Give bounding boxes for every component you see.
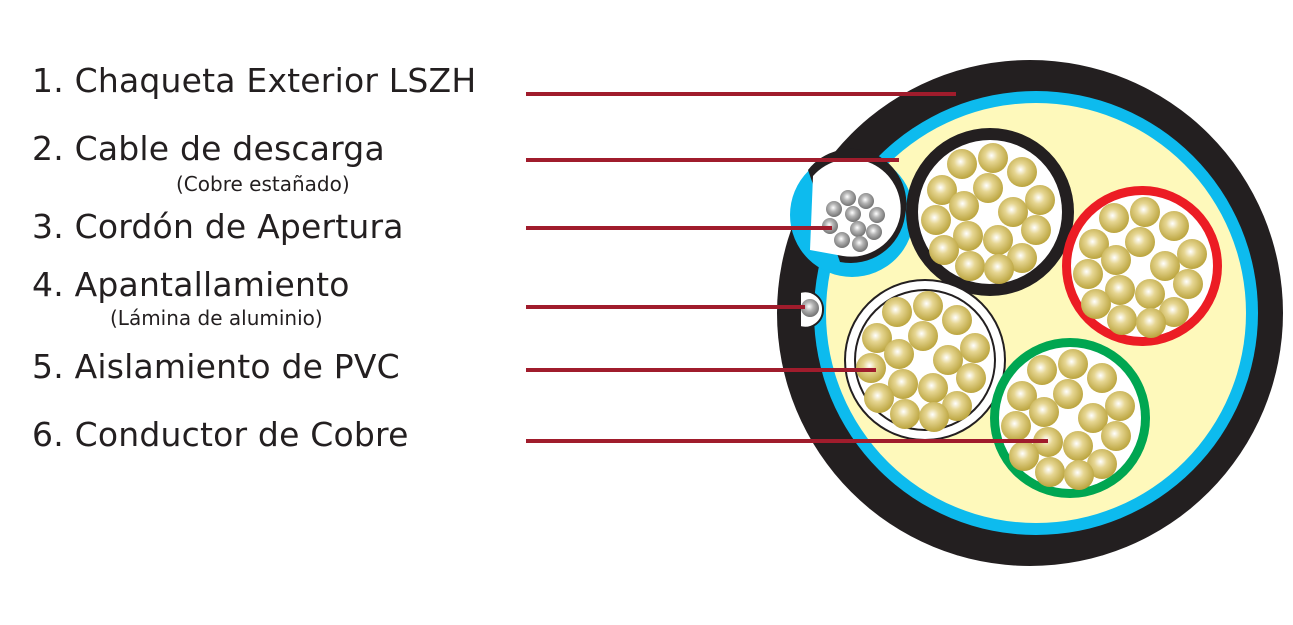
label-number: 6. xyxy=(32,415,64,454)
leader-line-3 xyxy=(526,226,832,230)
label-drain-wire-sub: (Cobre estañado) xyxy=(176,172,350,196)
label-number: 1. xyxy=(32,61,64,100)
core-black xyxy=(906,128,1074,296)
label-number: 5. xyxy=(32,347,64,386)
label-text: Apantallamiento xyxy=(74,265,350,304)
label-pvc-insulation: 5. Aislamiento de PVC xyxy=(32,350,400,383)
label-drain-wire: 2. Cable de descarga xyxy=(32,132,385,165)
leader-line-1 xyxy=(526,92,956,96)
label-text: Cable de descarga xyxy=(74,129,385,168)
label-rip-cord: 3. Cordón de Apertura xyxy=(32,210,404,243)
label-text: Cordón de Apertura xyxy=(74,207,404,246)
core-green xyxy=(990,338,1150,498)
label-shield: 4. Apantallamiento xyxy=(32,268,350,301)
rip-cord xyxy=(801,299,819,317)
label-shield-sub: (Lámina de aluminio) xyxy=(110,306,323,330)
label-number: 3. xyxy=(32,207,64,246)
label-outer-jacket: 1. Chaqueta Exterior LSZH xyxy=(32,64,476,97)
label-text: Aislamiento de PVC xyxy=(74,347,400,386)
leader-line-5 xyxy=(526,368,876,372)
label-text: Chaqueta Exterior LSZH xyxy=(74,61,477,100)
leader-line-2 xyxy=(526,158,899,162)
drain-wire-strands xyxy=(822,190,885,252)
leader-line-4 xyxy=(526,305,805,309)
leader-line-6 xyxy=(526,439,1048,443)
label-number: 2. xyxy=(32,129,64,168)
label-text: Conductor de Cobre xyxy=(74,415,409,454)
core-white xyxy=(844,279,1006,441)
label-copper-conductor: 6. Conductor de Cobre xyxy=(32,418,409,451)
label-number: 4. xyxy=(32,265,64,304)
core-red xyxy=(1062,186,1222,346)
